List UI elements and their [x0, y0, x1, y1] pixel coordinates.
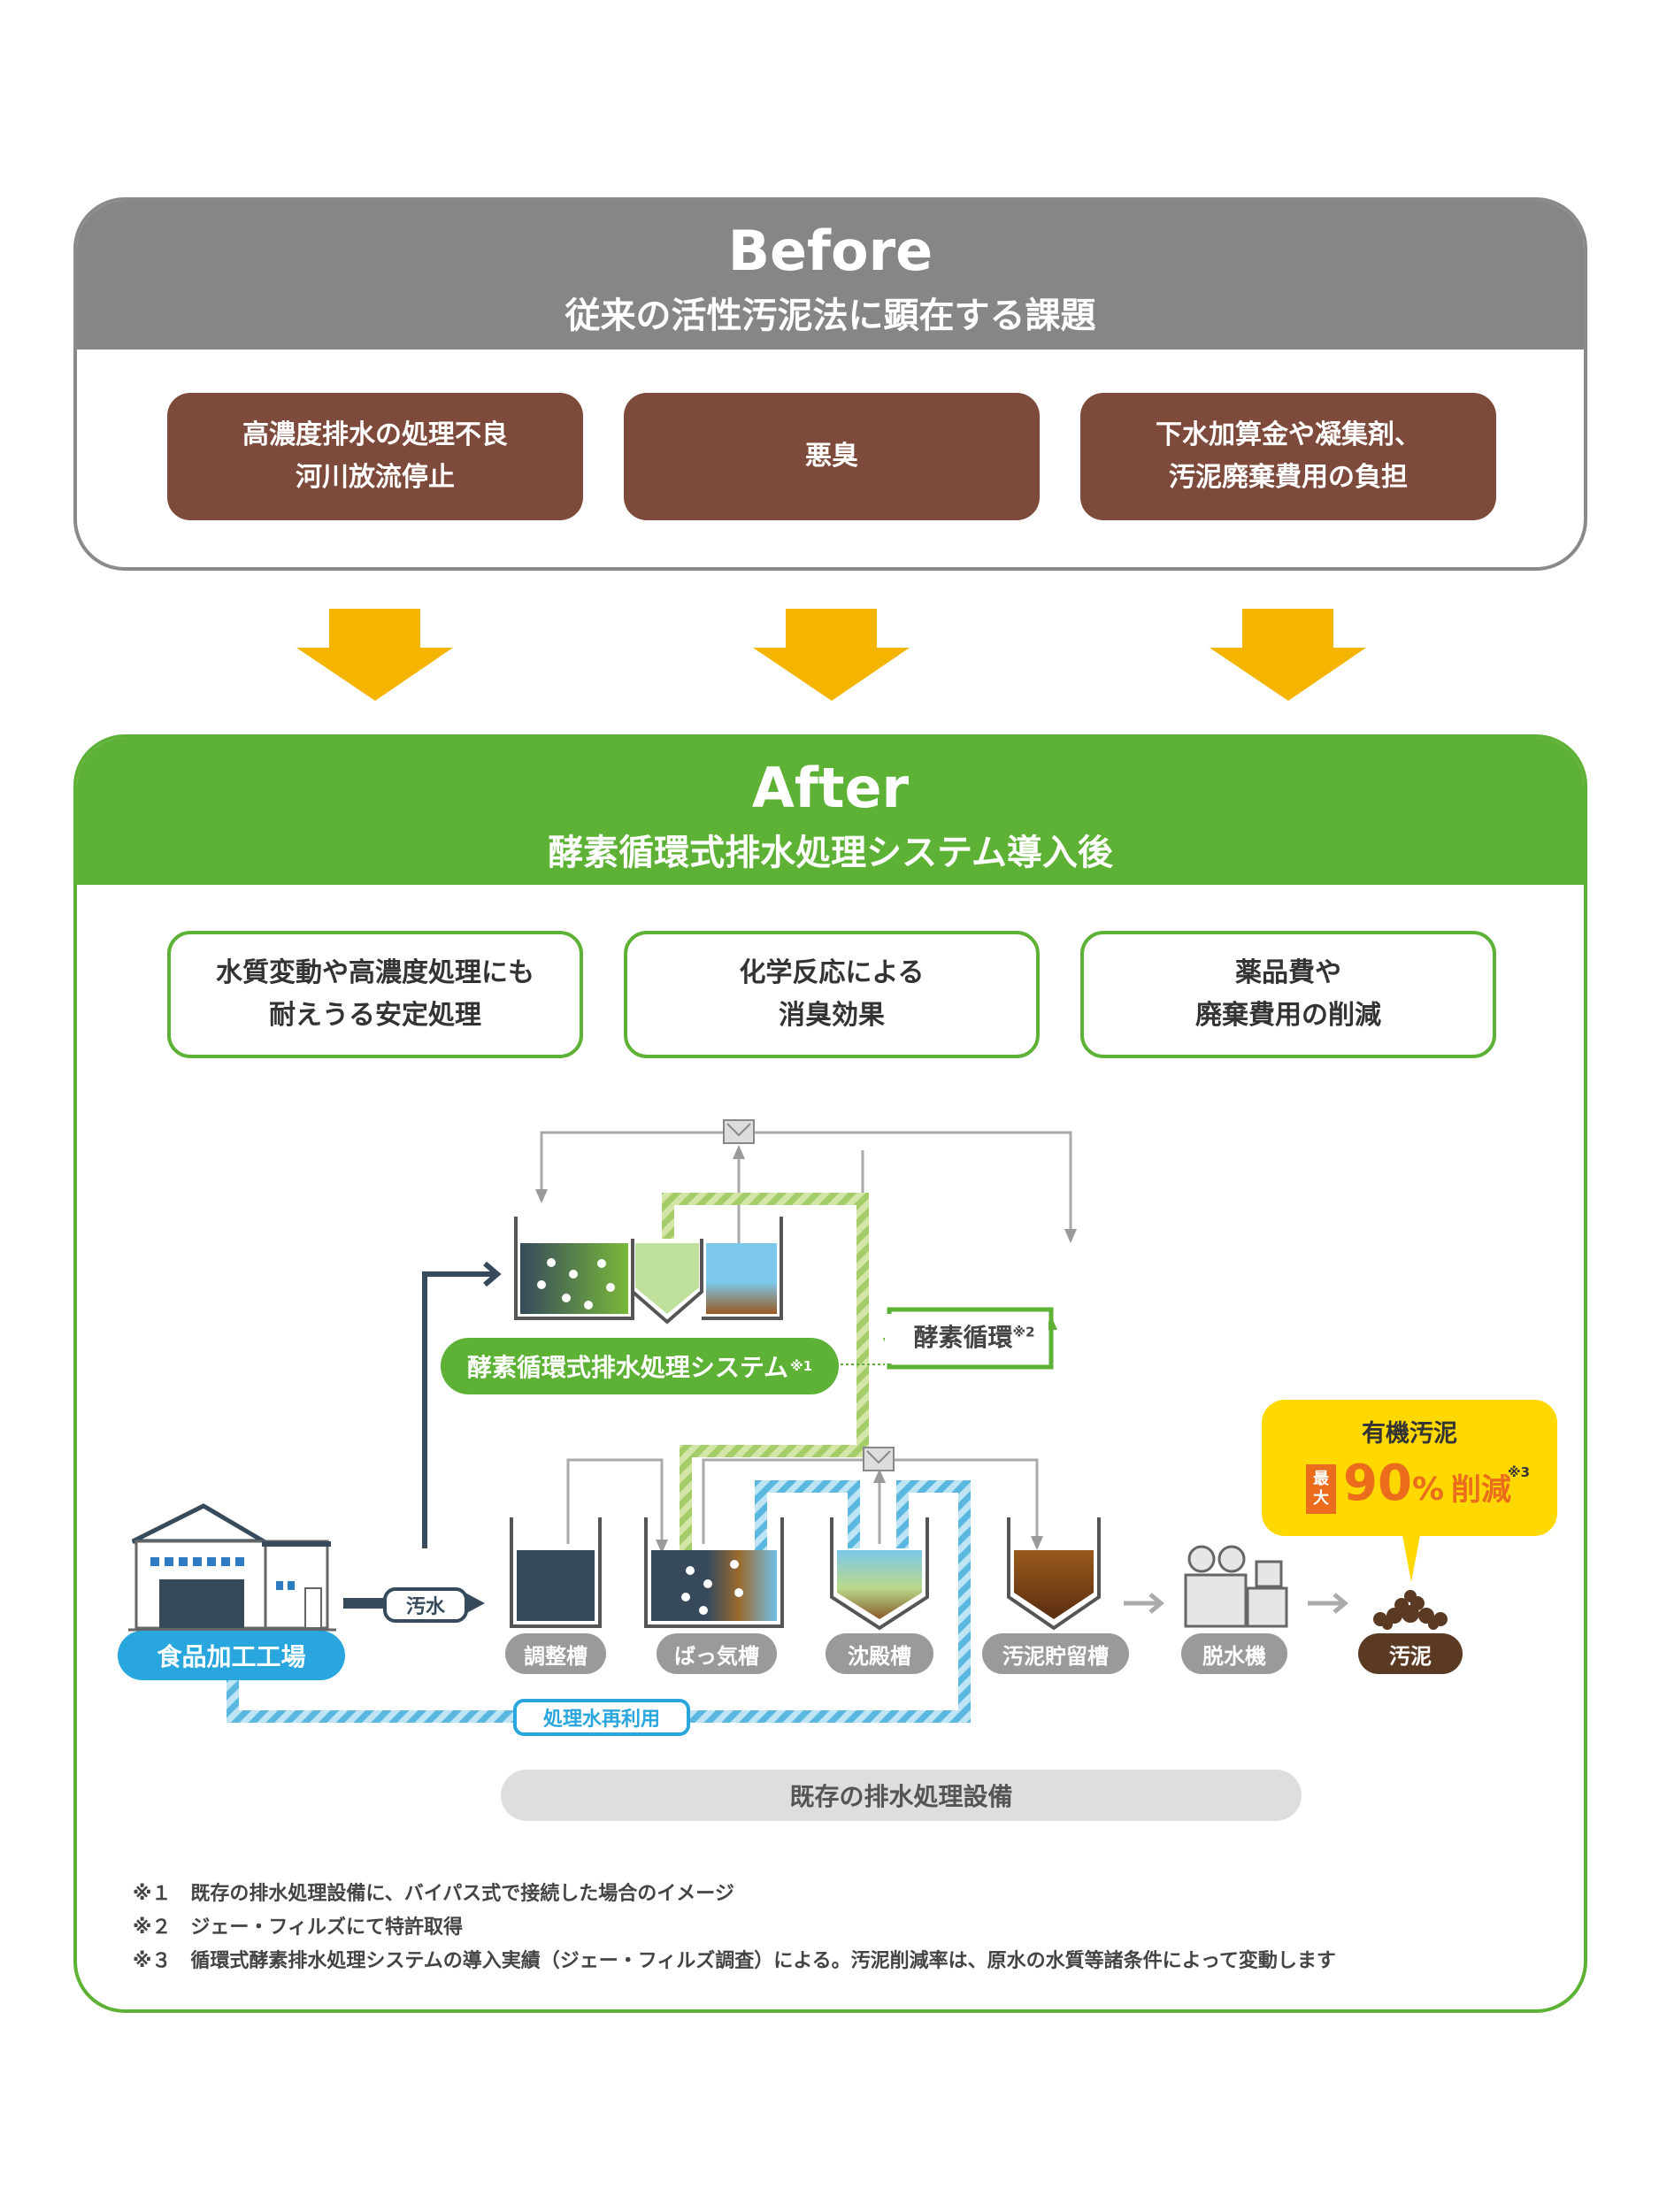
issue-line: 高濃度排水の処理不良: [242, 419, 508, 450]
existing-tanks: [510, 1517, 1101, 1631]
reuse-label: 処理水再利用: [513, 1699, 690, 1736]
benefit-line: 消臭効果: [779, 1000, 885, 1031]
after-subtitle: 酵素循環式排水処理システム導入後: [548, 833, 1113, 873]
benefit-line: 廃棄費用の削減: [1195, 1000, 1381, 1031]
tank-label-aeration: ばっ気槽: [657, 1633, 777, 1674]
sludge-pile-icon: [1373, 1590, 1448, 1630]
benefit-line: 水質変動や高濃度処理にも: [216, 957, 534, 988]
benefit-box-3: 薬品費や 廃棄費用の削減: [1080, 931, 1496, 1058]
issue-line: 河川放流停止: [296, 462, 455, 493]
blue-pipe-2: [227, 1480, 971, 1723]
navy-pipe: [422, 1271, 495, 1548]
after-title: After: [751, 756, 910, 820]
issue-line: 下水加算金や凝集剤、: [1156, 419, 1421, 450]
enzyme-cycle-text: 酵素循環: [913, 1323, 1013, 1352]
issue-box-1: 高濃度排水の処理不良 河川放流停止: [167, 393, 583, 520]
benefit-box-2: 化学反応による 消臭効果: [624, 931, 1040, 1058]
tank-label-settling: 沈殿槽: [826, 1633, 933, 1674]
sludge-label: 汚泥: [1358, 1633, 1463, 1674]
benefit-line: 耐えうる安定処理: [269, 1000, 481, 1031]
before-subtitle: 従来の活性汚泥法に顕在する課題: [565, 296, 1096, 336]
issue-box-2: 悪臭: [624, 393, 1040, 520]
tank-label-adjust: 調整槽: [505, 1633, 606, 1674]
callout-max-badge: 最 大: [1306, 1464, 1336, 1514]
down-arrow-icon: [753, 609, 910, 701]
down-arrow-icon: [296, 609, 453, 701]
valve-icon: [863, 1447, 895, 1471]
tank-label-dewatering: 脱水機: [1181, 1633, 1287, 1674]
benefit-line: 薬品費や: [1235, 957, 1341, 988]
down-arrow-icon: [1210, 609, 1366, 701]
max-char: 大: [1313, 1489, 1329, 1508]
enzyme-cycle-label: 酵素循環※2: [899, 1318, 1049, 1354]
flow-arrows: [1124, 1593, 1348, 1614]
footnote-2: ※２ ジェー・フィルズにて特許取得: [133, 1916, 463, 1939]
after-header: After 酵素循環式排水処理システム導入後: [77, 738, 1584, 885]
issue-line: 汚泥廃棄費用の負担: [1169, 462, 1408, 493]
before-header: Before 従来の活性汚泥法に顕在する課題: [77, 201, 1584, 349]
dewatering-machine-icon: [1184, 1545, 1288, 1628]
factory-label: 食品加工工場: [118, 1631, 345, 1680]
gray-pipe-bottom: [566, 1458, 1039, 1544]
existing-equipment-label: 既存の排水処理設備: [501, 1770, 1302, 1821]
benefit-box-1: 水質変動や高濃度処理にも 耐えうる安定処理: [167, 931, 583, 1058]
enzyme-system-tanks: [514, 1217, 783, 1325]
arrow-head-icon: [535, 1189, 548, 1203]
arrow-head-icon: [733, 1145, 745, 1159]
transition-arrows: [296, 609, 1366, 701]
issue-box-3: 下水加算金や凝集剤、 汚泥廃棄費用の負担: [1080, 393, 1496, 520]
enzyme-system-note: ※1: [790, 1358, 813, 1374]
max-char: 最: [1313, 1470, 1329, 1488]
valve-icon: [723, 1119, 755, 1144]
callout-title: 有機汚泥: [1362, 1420, 1457, 1448]
callout-value: 90%削減: [1343, 1455, 1511, 1512]
callout-note: ※3: [1508, 1464, 1531, 1480]
before-panel: Before 従来の活性汚泥法に顕在する課題 高濃度排水の処理不良 河川放流停止…: [73, 197, 1587, 571]
callout-suffix: 削減: [1451, 1472, 1512, 1508]
factory-icon: [128, 1503, 336, 1632]
enzyme-cycle-arrow: [841, 1307, 1057, 1370]
benefit-line: 化学反応による: [739, 957, 925, 988]
enzyme-system-label: 酵素循環式排水処理システム ※1: [441, 1338, 839, 1394]
gray-pipe-top: [540, 1131, 1072, 1248]
enzyme-system-text: 酵素循環式排水処理システム: [466, 1353, 789, 1382]
enzyme-cycle-note: ※2: [1012, 1324, 1035, 1340]
before-title: Before: [727, 219, 933, 283]
issue-line: 悪臭: [805, 441, 858, 472]
blue-pipe-1: [755, 1480, 860, 1566]
wastewater-label: 汚水: [383, 1587, 468, 1623]
footnote-3: ※３ 循環式酵素排水処理システムの導入実績（ジェー・フィルズ調査）による。汚泥削…: [133, 1950, 1336, 1972]
tank-label-sludge-storage: 汚泥貯留槽: [982, 1633, 1129, 1674]
callout-unit: %: [1411, 1471, 1445, 1508]
arrow-head-icon: [1064, 1229, 1077, 1243]
footnote-1: ※１ 既存の排水処理設備に、バイパス式で接続した場合のイメージ: [133, 1883, 734, 1905]
callout-number: 90: [1343, 1455, 1412, 1512]
